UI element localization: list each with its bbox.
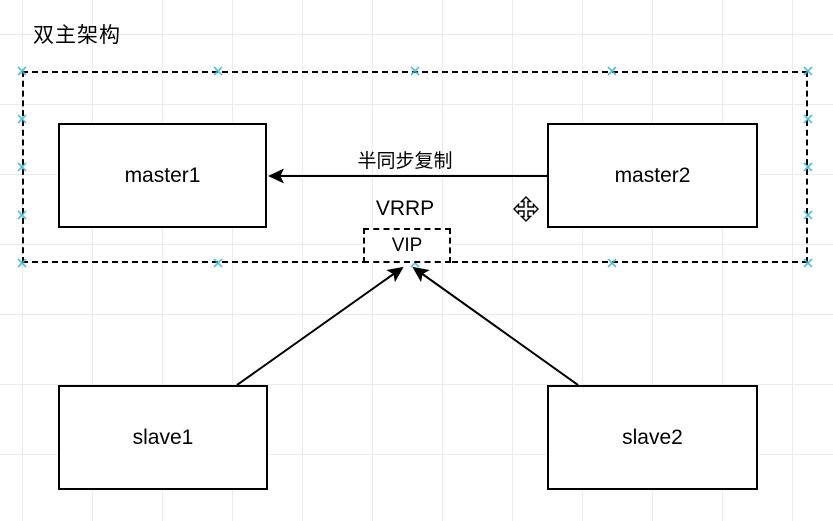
node-master1[interactable]: master1 <box>58 123 267 228</box>
node-vip[interactable]: VIP <box>363 228 451 263</box>
diagram-title[interactable]: 双主架构 <box>33 24 121 47</box>
node-slave2-label: slave2 <box>622 425 683 449</box>
edge-slave1-vip[interactable] <box>236 266 404 386</box>
vrrp-label[interactable]: VRRP <box>375 197 435 220</box>
node-vip-label: VIP <box>391 234 423 256</box>
node-slave2[interactable]: slave2 <box>547 385 758 490</box>
replication-edge-label[interactable]: 半同步复制 <box>357 151 453 172</box>
node-master2[interactable]: master2 <box>547 123 758 228</box>
node-slave1-label: slave1 <box>132 425 194 449</box>
edge-slave2-vip[interactable] <box>412 266 579 386</box>
node-master1-label: master1 <box>124 163 201 187</box>
node-master2-label: master2 <box>614 163 691 187</box>
node-slave1[interactable]: slave1 <box>58 385 268 490</box>
